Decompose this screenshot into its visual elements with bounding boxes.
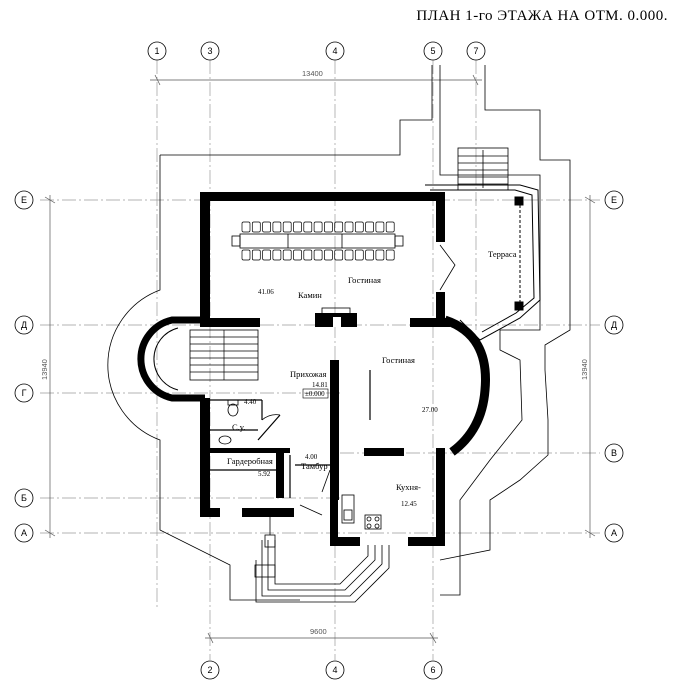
chairs [241, 221, 395, 261]
doors [261, 244, 456, 516]
chair [272, 249, 282, 261]
dimension-lines [44, 74, 596, 644]
dining-table [231, 233, 404, 249]
chair [313, 221, 323, 233]
room-vestibule: Тамбур [301, 461, 328, 471]
wc-fixtures [218, 399, 239, 445]
dim-top: 13400 [302, 69, 323, 78]
area-kitchen: 12.45 [401, 500, 417, 508]
chair [324, 249, 333, 261]
axis-top-4: 4 [332, 46, 337, 56]
axis-right-D: Д [611, 320, 617, 330]
chair [303, 249, 313, 261]
dim-left: 13940 [40, 359, 49, 380]
axis-bubbles-left: Е Д Г Б А [14, 190, 34, 543]
chair [385, 221, 395, 233]
chair [334, 249, 344, 261]
axis-bubbles-bottom: 2 4 6 [200, 660, 443, 680]
axis-right-A: А [611, 528, 617, 538]
axis-bottom-4: 4 [332, 665, 337, 675]
room-wardrobe: Гардеробная [227, 456, 273, 466]
chair [251, 221, 261, 233]
chair [293, 221, 302, 233]
area-vestibule: 4.00 [305, 453, 318, 461]
area-living-top: 41.06 [258, 288, 274, 296]
room-living-top: Гостиная [348, 275, 381, 285]
area-living-main: 27.00 [422, 406, 438, 414]
chair [272, 221, 282, 233]
axis-left-B: Б [21, 493, 27, 503]
chair [365, 249, 374, 261]
chair [354, 221, 364, 233]
dim-right: 13940 [580, 359, 589, 380]
axis-left-G: Г [22, 388, 27, 398]
axis-bottom-2: 2 [207, 665, 212, 675]
axis-lines [40, 60, 600, 660]
chair [262, 249, 271, 261]
axis-left-A: А [21, 528, 27, 538]
area-wc: 4.40 [244, 398, 257, 406]
chair [324, 221, 333, 233]
chair [262, 221, 271, 233]
room-kitchen: Кухня- [396, 482, 421, 492]
area-wardrobe: 5.92 [258, 470, 271, 478]
chair [282, 221, 292, 233]
site-outline [107, 65, 571, 601]
partitions [210, 370, 371, 498]
axis-bottom-6: 6 [430, 665, 435, 675]
chair [303, 221, 313, 233]
chair [375, 221, 385, 233]
chair [334, 221, 344, 233]
level-mark: ±0.000 [305, 390, 325, 398]
axis-bubbles-right: Е Д В А [604, 190, 624, 543]
axis-right-V: В [611, 448, 617, 458]
plan-title: ПЛАН 1-го ЭТАЖА НА ОТМ. 0.000. [416, 8, 668, 24]
dim-bottom: 9600 [310, 627, 327, 636]
entrance-steps [254, 515, 390, 603]
chair [344, 221, 354, 233]
walls [200, 192, 450, 546]
chair [313, 249, 323, 261]
axis-top-3: 3 [207, 46, 212, 56]
chair [282, 249, 292, 261]
axis-top-1: 1 [154, 46, 159, 56]
axis-top-5: 5 [430, 46, 435, 56]
terrace [425, 184, 541, 341]
kitchen-fixtures [341, 494, 382, 530]
room-hall: Прихожая [290, 369, 327, 379]
room-fireplace: Камин [298, 290, 322, 300]
chair [251, 249, 261, 261]
chair [293, 249, 302, 261]
axis-top-7: 7 [473, 46, 478, 56]
chair [365, 221, 374, 233]
left-bay-stair [137, 316, 259, 402]
fireplace [315, 307, 357, 327]
chair [354, 249, 364, 261]
room-wc: С.у. [232, 422, 245, 432]
axis-left-D: Д [21, 320, 27, 330]
chair [241, 221, 251, 233]
chair [375, 249, 385, 261]
chair [344, 249, 354, 261]
terrace-stair [457, 147, 509, 191]
room-terrace: Терраса [488, 249, 517, 259]
chair [241, 249, 251, 261]
axis-bubbles-top: 1 3 4 5 7 [147, 41, 486, 61]
room-labels: Гостиная 41.06 Камин Терраса Прихожая 14… [227, 249, 517, 508]
chair [385, 249, 395, 261]
area-hall: 14.81 [312, 381, 328, 389]
axis-right-E: Е [611, 195, 617, 205]
room-living-main: Гостиная [382, 355, 415, 365]
axis-left-E: Е [21, 195, 27, 205]
right-bay [443, 315, 490, 456]
